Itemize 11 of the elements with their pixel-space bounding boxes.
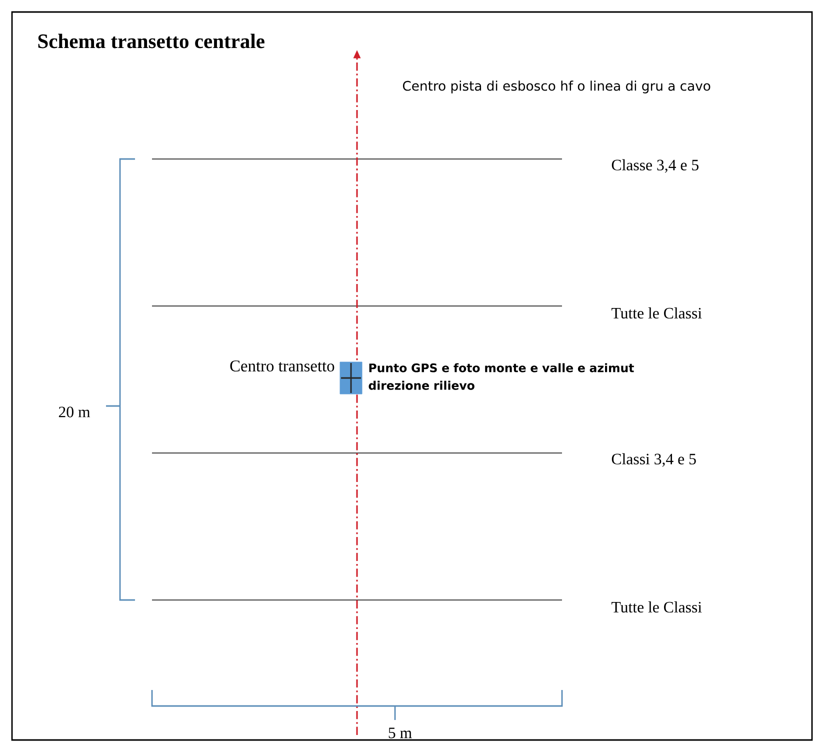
dimension-label: 20 m [58,406,90,418]
point-note: Punto GPS e foto monte e valle e azimut direzione rilievo [368,363,634,390]
line-label: Tutte le Classi [612,307,702,319]
line-label: Classe 3,4 e 5 [612,159,698,173]
line-label: Classi 3,4 e 5 [612,453,696,467]
line-label: Tutte le Classi [612,601,702,613]
diagram-title: Schema transetto centrale [38,34,264,48]
centre-line-label: Centro pista di esbosco hf o linea di gru a cavo [402,80,710,94]
dimension-label: 5 m [388,728,412,738]
point-label: Centro transetto [230,360,334,372]
marker-square [340,362,362,394]
